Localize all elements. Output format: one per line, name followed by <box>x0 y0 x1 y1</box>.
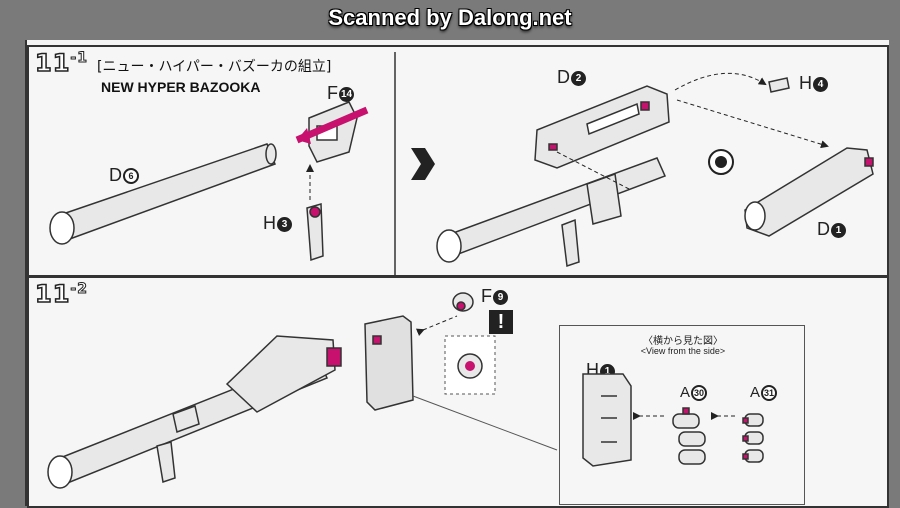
grip-h3-illustration <box>306 203 324 262</box>
barrel-assembled-illustration <box>436 157 667 268</box>
step-number: 11-1 <box>34 48 88 78</box>
a31-part-illustration <box>742 413 764 463</box>
magazine-illustration <box>364 315 414 411</box>
shell-d1-illustration <box>744 147 874 237</box>
step-number: 11-2 <box>34 279 88 309</box>
side-view-title-en: <View from the side> <box>640 346 726 356</box>
instruction-page: 11-1 [ニュー・ハイパー・バズーカの組立] NEW HYPER BAZOOK… <box>25 40 889 508</box>
part-h4-illustration <box>768 77 790 93</box>
barrel-d6-illustration <box>49 143 277 245</box>
next-step-arrow-icon <box>411 148 435 180</box>
bazooka-full-illustration <box>47 335 342 489</box>
assembly-illustrations <box>47 52 874 489</box>
side-view-title-jp: 〈横から見た図〉 <box>643 336 723 347</box>
section-title-jp: [ニュー・ハイパー・バズーカの組立] <box>97 59 332 75</box>
section-title-en: NEW HYPER BAZOOKA <box>101 79 261 95</box>
shell-d2-illustration <box>534 85 670 169</box>
warning-icon: ! <box>489 310 513 334</box>
cap-f9-illustration <box>452 292 474 312</box>
watermark: Scanned by Dalong.net <box>328 5 572 30</box>
a30-part-illustration <box>672 407 706 465</box>
h1-side-view-illustration <box>582 373 632 467</box>
